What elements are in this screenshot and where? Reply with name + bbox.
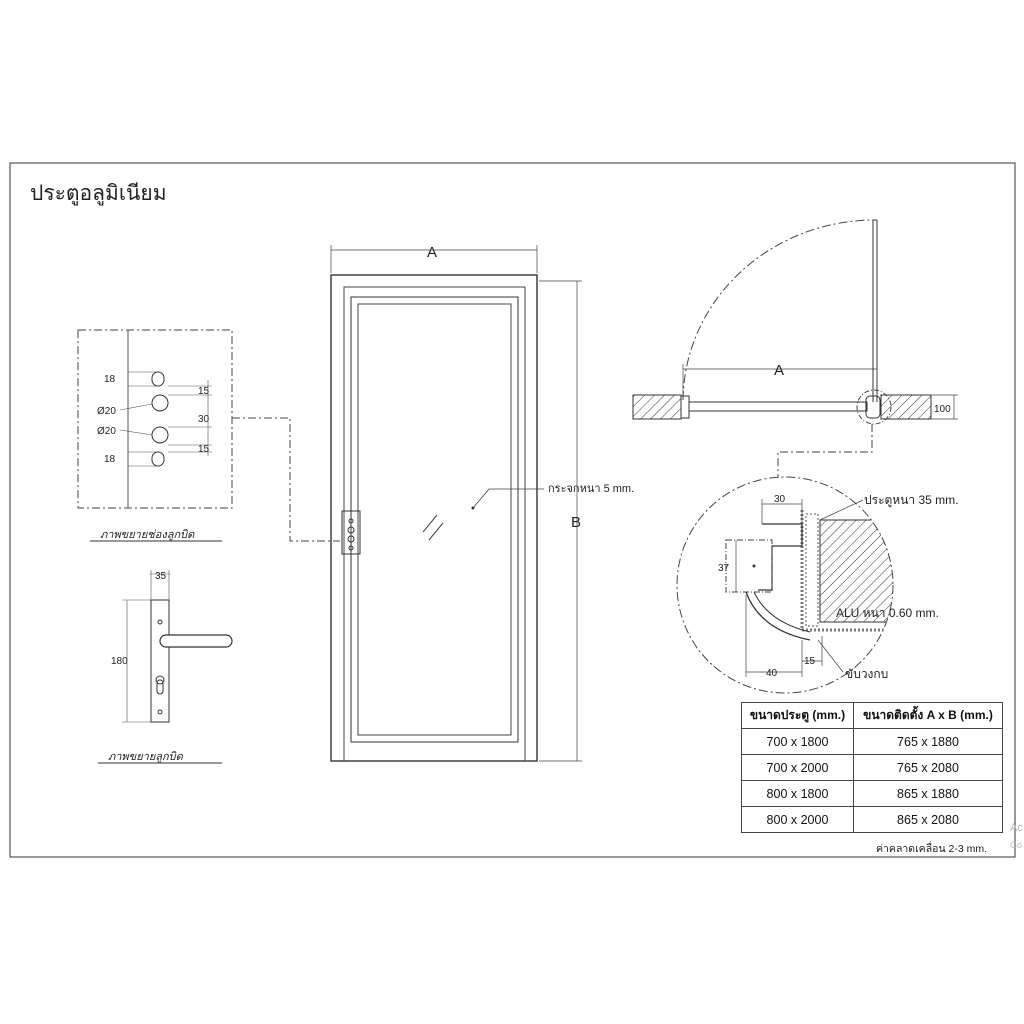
dim-gap-top: 15	[198, 386, 210, 397]
tolerance-note: ค่าคลาดเคลื่อน 2-3 mm.	[876, 843, 988, 855]
wall-left	[632, 394, 682, 420]
frame-stop-label: ขับวงกบ	[845, 667, 888, 681]
watermark-line-2: Go	[1010, 840, 1023, 850]
table-cell: 800 x 2000	[741, 806, 854, 833]
table-header-row: ขนาดประตู (mm.) ขนาดติดตั้ง A x B (mm.)	[741, 702, 1004, 729]
plan-view: A 100	[632, 219, 958, 478]
lock-plate	[341, 510, 361, 555]
table-cell: 700 x 1800	[741, 728, 854, 755]
watermark-line-1: Ac	[1010, 822, 1023, 834]
dim-30: 30	[774, 494, 786, 505]
table-header-door-size: ขนาดประตู (mm.)	[741, 702, 854, 729]
dim-knob-dia: Ø20	[97, 426, 116, 437]
dim-gap-bottom: 15	[198, 444, 210, 455]
lever-handle-icon	[159, 634, 233, 648]
glass-note: กระจกหนา 5 mm.	[548, 483, 634, 495]
door-thickness-label: ประตูหนา 35 mm.	[864, 493, 959, 508]
dim-40: 40	[766, 668, 778, 679]
dim-b: B	[571, 514, 581, 531]
door-leaf	[350, 296, 519, 743]
door-elevation: กระจกหนา 5 mm. A B	[330, 244, 634, 762]
table-row: 800 x 1800 865 x 1880	[741, 780, 1004, 807]
dim-37: 37	[718, 563, 730, 574]
table-cell: 700 x 2000	[741, 754, 854, 781]
table-row: 700 x 2000 765 x 2080	[741, 754, 1004, 781]
door-leaf-plan	[688, 401, 868, 412]
handle-height-label: 180	[111, 656, 128, 667]
dim-cyl-dia: Ø20	[97, 406, 116, 417]
table-header-install-size: ขนาดติดตั้ง A x B (mm.)	[852, 702, 1004, 729]
dim-spacing: 30	[198, 414, 210, 425]
dim-a: A	[427, 244, 437, 261]
dim-a-plan: A	[774, 362, 784, 379]
hole-detail: 18 15 Ø20 30 Ø20 15 18	[77, 329, 233, 509]
dim-slot-bottom: 18	[104, 454, 116, 465]
table-cell: 765 x 2080	[852, 754, 1004, 781]
glass-panel	[357, 303, 512, 736]
page-title: ประตูอลูมิเนียม	[30, 182, 167, 206]
table-cell: 865 x 2080	[852, 806, 1004, 833]
section-detail: 30 37 40 15 ประตูหนา 35 mm. ALU หนา 0.60…	[676, 476, 959, 694]
cylinder-hole	[151, 394, 169, 412]
table-cell: 765 x 1880	[852, 728, 1004, 755]
table-cell: 865 x 1880	[852, 780, 1004, 807]
table-row: 700 x 1800 765 x 1880	[741, 728, 1004, 755]
knob-hole	[151, 426, 169, 444]
dim-slot-top: 18	[104, 374, 116, 385]
table-row: 800 x 2000 865 x 2080	[741, 806, 1004, 833]
table-cell: 800 x 1800	[741, 780, 854, 807]
drawing-border	[9, 162, 1016, 858]
dim-15: 15	[804, 656, 816, 667]
hole-detail-caption: ภาพขยายช่องลูกบิด	[100, 529, 195, 541]
wall-thickness: 100	[934, 404, 951, 415]
handle-detail-caption: ภาพขยายลูกบิด	[108, 751, 184, 763]
door-frame-outer	[330, 274, 538, 762]
handle-detail: 35 180	[111, 570, 233, 723]
size-table: ขนาดประตู (mm.) ขนาดติดตั้ง A x B (mm.) …	[741, 702, 1004, 833]
handle-width-label: 35	[155, 571, 167, 582]
alu-thickness-label: ALU หนา 0.60 mm.	[836, 606, 939, 620]
